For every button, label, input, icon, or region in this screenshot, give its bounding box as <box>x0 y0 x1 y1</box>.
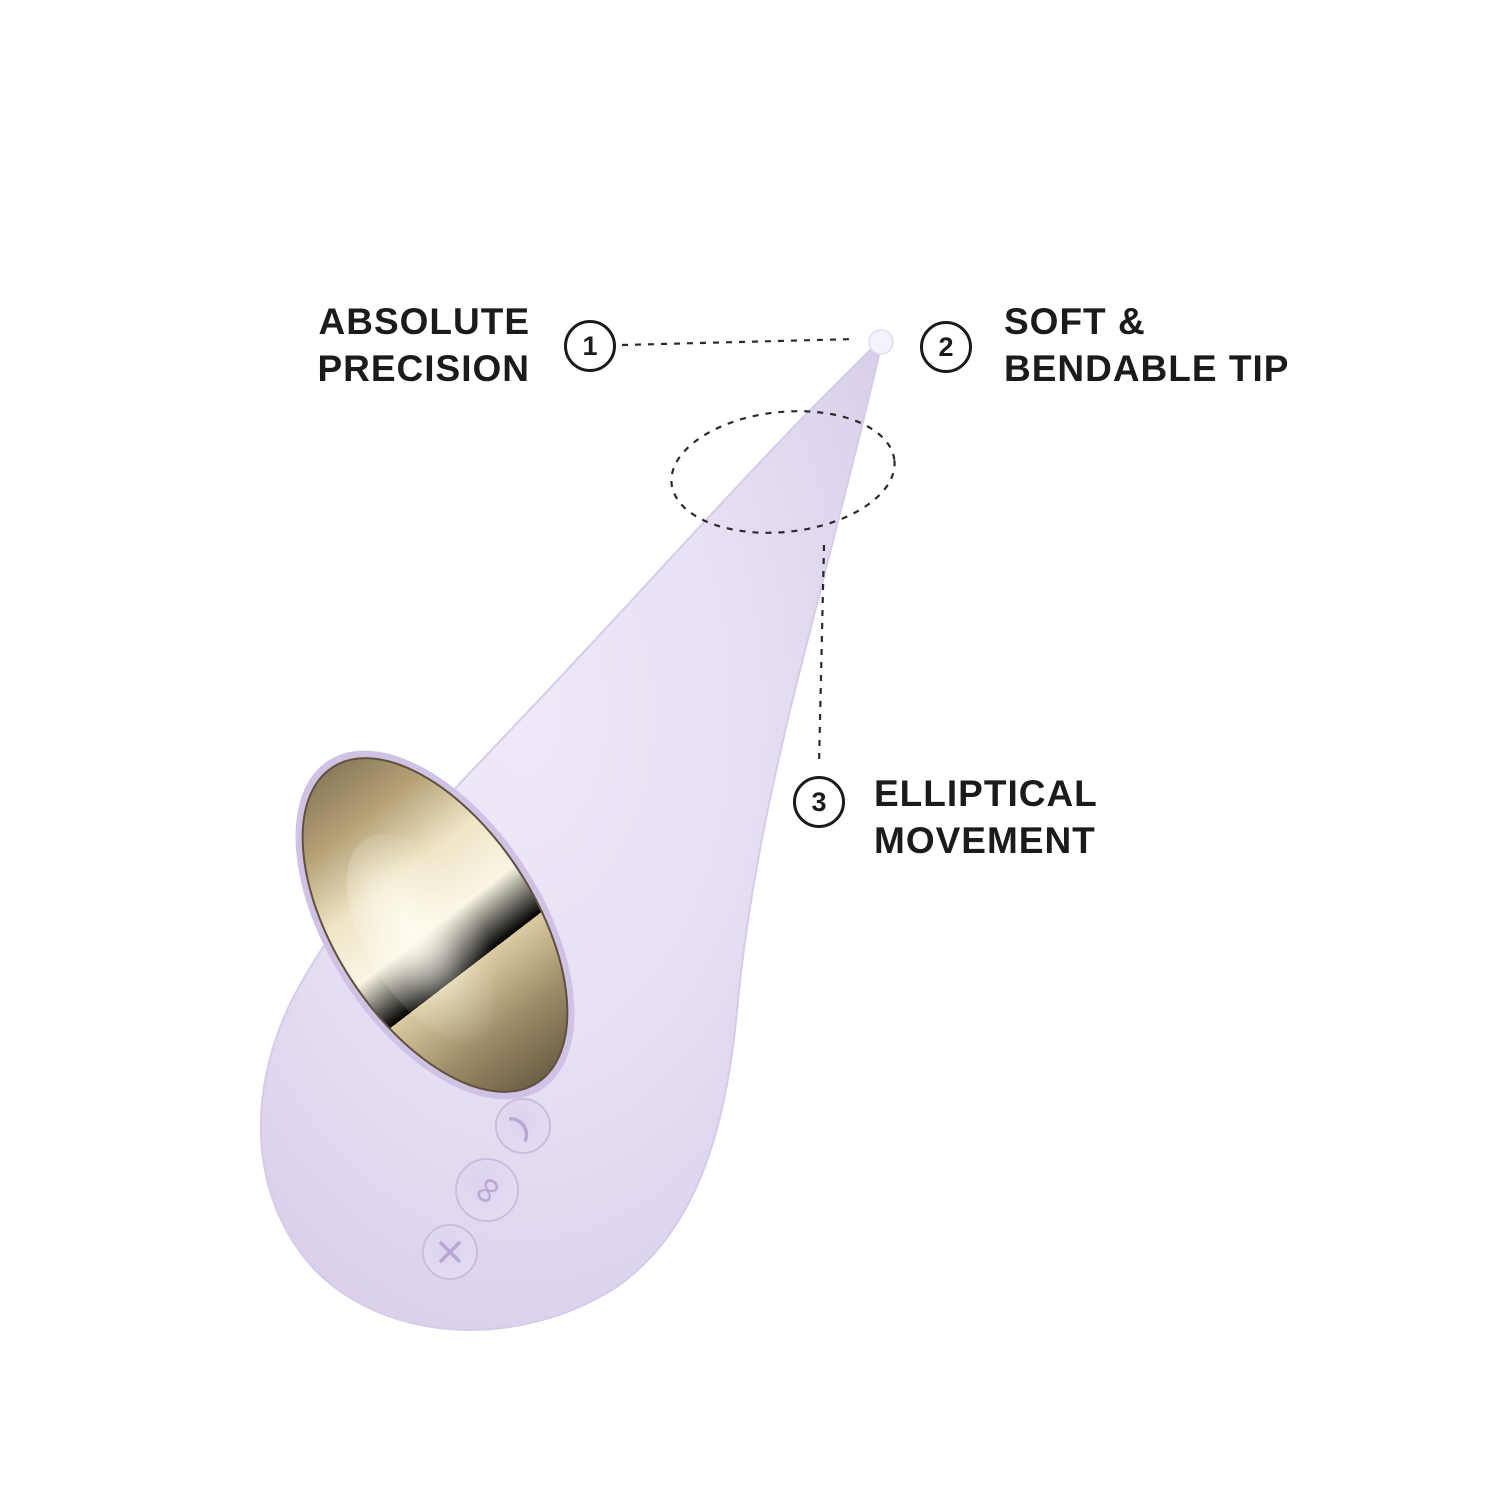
callout-3-number: 3 <box>793 776 845 828</box>
callout-3-label: ELLIPTICAL MOVEMENT <box>874 770 1098 865</box>
wave-arc-icon <box>508 1117 529 1142</box>
callout-2-line1: SOFT & <box>1004 301 1146 342</box>
callout-2-line2: BENDABLE TIP <box>1004 348 1290 390</box>
callout-1-number-text: 1 <box>582 330 598 361</box>
annotation-lines <box>621 337 896 765</box>
callout-1-label: ABSOLUTE PRECISION <box>317 298 530 393</box>
callout-2-number: 2 <box>920 321 972 373</box>
callout-2-label: SOFT & BENDABLE TIP <box>1004 298 1289 393</box>
leader-line-1 <box>621 337 857 347</box>
soft-tip <box>868 329 894 355</box>
elliptical-motion-path <box>670 410 896 534</box>
button-middle: ∞ <box>455 1158 519 1222</box>
device-silhouette <box>259 335 885 1331</box>
button-bottom <box>422 1224 478 1280</box>
callout-1-line1: ABSOLUTE <box>318 301 530 342</box>
metallic-inset <box>295 750 575 1100</box>
callout-3-line1: ELLIPTICAL <box>874 773 1098 814</box>
inset-gold-highlight <box>346 833 514 1047</box>
x-icon <box>439 1241 461 1263</box>
control-buttons: ∞ <box>422 1098 551 1280</box>
device-body: ∞ <box>259 329 894 1331</box>
callout-2-number-text: 2 <box>938 331 954 362</box>
button-top <box>495 1098 551 1154</box>
callout-3-number-text: 3 <box>811 786 827 817</box>
leader-line-3 <box>817 544 826 765</box>
callout-3-line2: MOVEMENT <box>874 820 1096 862</box>
callout-1-number: 1 <box>564 320 616 372</box>
callout-1-line2: PRECISION <box>317 348 530 390</box>
